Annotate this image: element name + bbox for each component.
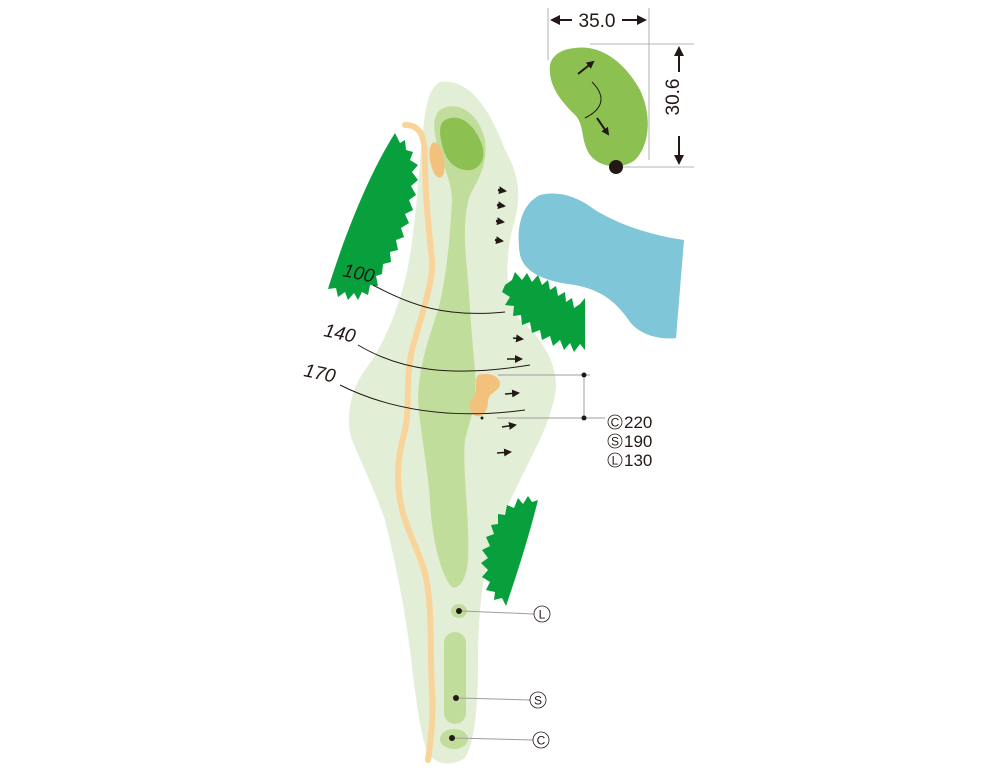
- water-hazard: [518, 193, 684, 339]
- tee-label-s: S: [534, 694, 542, 708]
- distance-label-170: 170: [302, 360, 338, 387]
- slope-arrows-upper: [494, 186, 507, 245]
- yardage-c: 220: [624, 413, 652, 432]
- pin-icon: [609, 160, 623, 174]
- tee-label-l: L: [539, 608, 546, 622]
- yardage-l: 130: [624, 451, 652, 470]
- bunker-fairway: [469, 373, 500, 417]
- tee-label-c: C: [537, 734, 546, 748]
- cart-path: [395, 122, 436, 763]
- fairway: [418, 106, 486, 588]
- green-on-course: [440, 117, 484, 171]
- trees-left: [328, 133, 418, 300]
- slope-arrows-lower: [496, 334, 524, 457]
- trees-right-lower: [481, 496, 538, 606]
- arc-170: [339, 384, 526, 415]
- svg-text:L: L: [612, 454, 619, 468]
- distance-label-140: 140: [322, 320, 358, 347]
- yardage-s: 190: [624, 432, 652, 451]
- green-detail: 35.0 30.6: [547, 8, 694, 174]
- green-width: 35.0: [579, 11, 616, 32]
- trees-right-mid: [502, 272, 585, 352]
- arc-140: [357, 344, 531, 372]
- tee-box-s: [444, 632, 466, 724]
- carry-bracket: [480, 372, 605, 421]
- yardage-list: C 220 S 190 L 130: [607, 413, 652, 470]
- svg-text:C: C: [611, 416, 620, 430]
- bunker-greenside: [429, 142, 445, 178]
- arc-100: [372, 284, 506, 314]
- tee-markers: L S C: [449, 605, 551, 749]
- svg-text:S: S: [611, 435, 619, 449]
- green-depth: 30.6: [663, 79, 684, 116]
